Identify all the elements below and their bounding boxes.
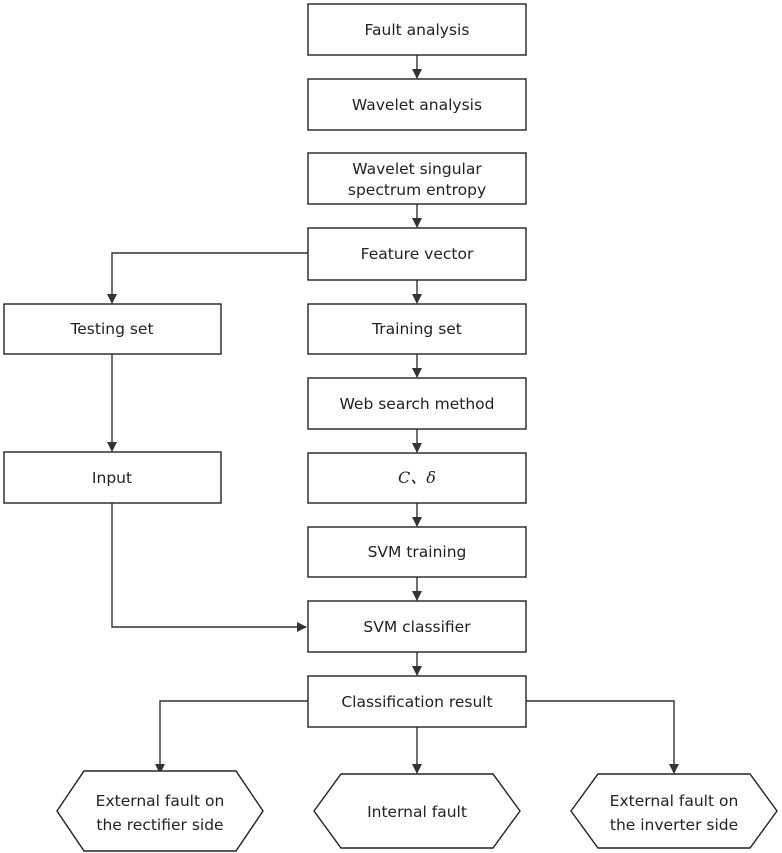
node-wavelet-entropy-line1: Wavelet singular — [352, 160, 482, 178]
node-wavelet-analysis-label: Wavelet analysis — [352, 96, 482, 114]
node-svm-classifier: SVM classifier — [307, 600, 527, 653]
node-feature-vector-label: Feature vector — [361, 245, 474, 263]
node-params-label: C、δ — [398, 468, 436, 487]
node-fault-analysis: Fault analysis — [307, 3, 527, 56]
node-internal-fault: Internal fault — [313, 773, 521, 849]
node-testing-set: Testing set — [3, 303, 222, 355]
node-external-inverter-line1: External fault on — [610, 792, 739, 810]
node-classification-result: Classification result — [307, 675, 527, 728]
node-external-rectifier: External fault on the rectifier side — [56, 770, 264, 852]
edge-feature-to-testing — [107, 252, 308, 304]
node-web-search: Web search method — [307, 377, 527, 430]
node-external-inverter: External fault on the inverter side — [570, 773, 778, 849]
edges — [107, 55, 679, 774]
node-wavelet-entropy: Wavelet singular spectrum entropy — [307, 152, 527, 205]
edge-result-to-external-rectifier — [155, 700, 308, 774]
edge-input-to-classifier — [111, 503, 307, 632]
node-input-label: Input — [92, 469, 132, 487]
node-wavelet-entropy-line2: spectrum entropy — [348, 181, 486, 199]
node-svm-classifier-label: SVM classifier — [363, 618, 471, 636]
node-external-rectifier-line1: External fault on — [96, 792, 225, 810]
node-web-search-label: Web search method — [340, 395, 495, 413]
node-input: Input — [3, 451, 222, 504]
node-svm-training: SVM training — [307, 526, 527, 578]
node-fault-analysis-label: Fault analysis — [365, 21, 470, 39]
node-wavelet-analysis: Wavelet analysis — [307, 78, 527, 131]
node-training-set-label: Training set — [371, 320, 462, 338]
node-training-set: Training set — [307, 303, 527, 355]
node-feature-vector: Feature vector — [307, 227, 527, 281]
node-external-rectifier-line2: the rectifier side — [96, 816, 223, 834]
edge-result-to-external-inverter — [526, 700, 679, 774]
node-testing-set-label: Testing set — [69, 320, 153, 338]
node-external-inverter-line2: the inverter side — [610, 816, 738, 834]
node-params: C、δ — [307, 452, 527, 504]
node-svm-training-label: SVM training — [368, 543, 467, 561]
node-classification-result-label: Classification result — [341, 693, 492, 711]
node-internal-fault-label: Internal fault — [367, 803, 467, 821]
